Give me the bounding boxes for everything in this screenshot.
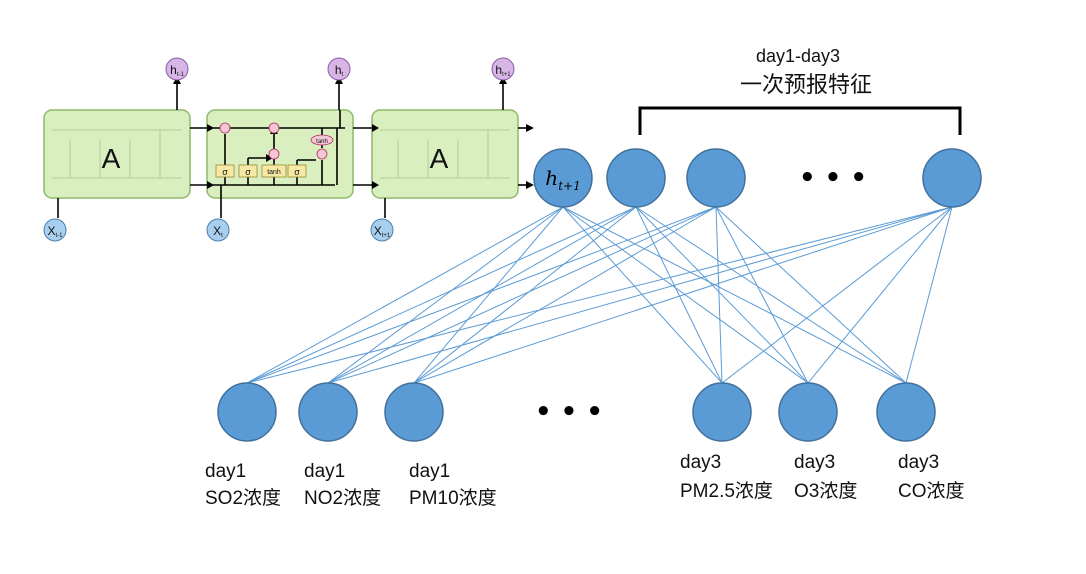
edge-2-3 [715, 206, 723, 384]
input-node-pm25 [692, 382, 752, 442]
output-h-prev [165, 57, 189, 81]
label-day-5: day3 [794, 452, 835, 473]
input-x-now [206, 218, 230, 242]
input-node-so2 [217, 382, 277, 442]
pointwise-add-icon [268, 122, 280, 134]
input-x-now-label: Xt [213, 224, 223, 239]
input-node-co [876, 382, 936, 442]
output-h-next-label: ht+1 [495, 63, 511, 78]
edge-2-5 [715, 206, 907, 384]
label-feature-4: PM2.5浓度 [680, 480, 773, 502]
label-feature-2: NO2浓度 [304, 487, 381, 509]
gate-sigma-3 [287, 164, 307, 178]
label-day-6: day3 [898, 452, 939, 473]
hidden-state-label: ht+1 [545, 166, 580, 193]
top-layer: ht+1 • • • [533, 148, 982, 208]
edge-2-0 [246, 206, 717, 384]
lstm-chain: A A [43, 57, 534, 242]
cell-label-left: A [102, 143, 121, 174]
input-node-o3 [778, 382, 838, 442]
edge-3-5 [905, 206, 953, 384]
input-node-no2 [298, 382, 358, 442]
input-labels: day1 SO2浓度 day1 NO2浓度 day1 PM10浓度 day3 P… [205, 452, 965, 509]
gate-sigma-2 [238, 164, 258, 178]
edge-3-3 [721, 206, 953, 384]
connection-edges [246, 206, 953, 384]
header-line1: day1-day3 [756, 46, 840, 66]
edge-2-1 [327, 206, 717, 384]
edge-3-1 [327, 206, 953, 384]
pointwise-multiply-icon [268, 148, 280, 160]
gate-label-1: σ [222, 167, 228, 177]
label-feature-3: PM10浓度 [409, 487, 497, 509]
input-node-pm10 [384, 382, 444, 442]
gate-label-2: σ [245, 167, 251, 177]
edge-1-0 [246, 206, 637, 384]
gate-row: σ σ tanh σ [215, 164, 307, 178]
gate-label-4: σ [294, 167, 300, 177]
output-h-now-label: ht [335, 63, 344, 78]
bottom-ellipsis: • • • [535, 397, 603, 427]
tanh-op-label: tanh [316, 139, 328, 145]
output-h-next [491, 57, 515, 81]
edge-2-2 [413, 206, 717, 384]
gate-tanh [261, 164, 287, 178]
lstm-cell-right [371, 109, 519, 199]
bottom-layer: • • • [217, 382, 936, 442]
edge-3-4 [807, 206, 953, 384]
edge-0-4 [562, 206, 809, 384]
header-line2: 一次预报特征 [740, 72, 872, 97]
tanh-op-icon [310, 134, 334, 146]
feature-node-n [922, 148, 982, 208]
edge-1-5 [635, 206, 907, 384]
label-day-2: day1 [304, 461, 345, 482]
output-h-prev-label: ht-1 [170, 63, 184, 78]
input-x-next-label: Xt+1 [374, 224, 391, 239]
edge-1-2 [413, 206, 637, 384]
feature-node-1 [606, 148, 666, 208]
edge-3-2 [413, 206, 953, 384]
edge-2-4 [715, 206, 809, 384]
gate-sigma-1 [215, 164, 235, 178]
label-day-4: day3 [680, 452, 721, 473]
edge-0-3 [562, 206, 723, 384]
edge-0-5 [562, 206, 907, 384]
cell-label-right: A [430, 143, 449, 174]
input-x-prev [43, 218, 67, 242]
label-feature-6: CO浓度 [898, 480, 965, 502]
label-feature-5: O3浓度 [794, 480, 857, 502]
input-x-next [370, 218, 394, 242]
edge-0-0 [246, 206, 564, 384]
input-x-prev-label: Xt-1 [47, 224, 63, 239]
edge-0-2 [413, 206, 564, 384]
label-day-3: day1 [409, 461, 450, 482]
gate-label-3: tanh [267, 169, 281, 176]
hidden-state-node [533, 148, 593, 208]
edge-1-4 [635, 206, 809, 384]
pointwise-multiply-icon [219, 122, 231, 134]
label-feature-1: SO2浓度 [205, 487, 281, 509]
edge-3-0 [246, 206, 953, 384]
feature-node-2 [686, 148, 746, 208]
top-ellipsis: • • • [799, 163, 867, 193]
edge-1-3 [635, 206, 723, 384]
pointwise-multiply-icon [316, 148, 328, 160]
lstm-cell-left [43, 109, 191, 199]
edge-0-1 [327, 206, 564, 384]
feature-bracket [638, 106, 962, 135]
output-h-now [327, 57, 351, 81]
label-day-1: day1 [205, 461, 246, 482]
